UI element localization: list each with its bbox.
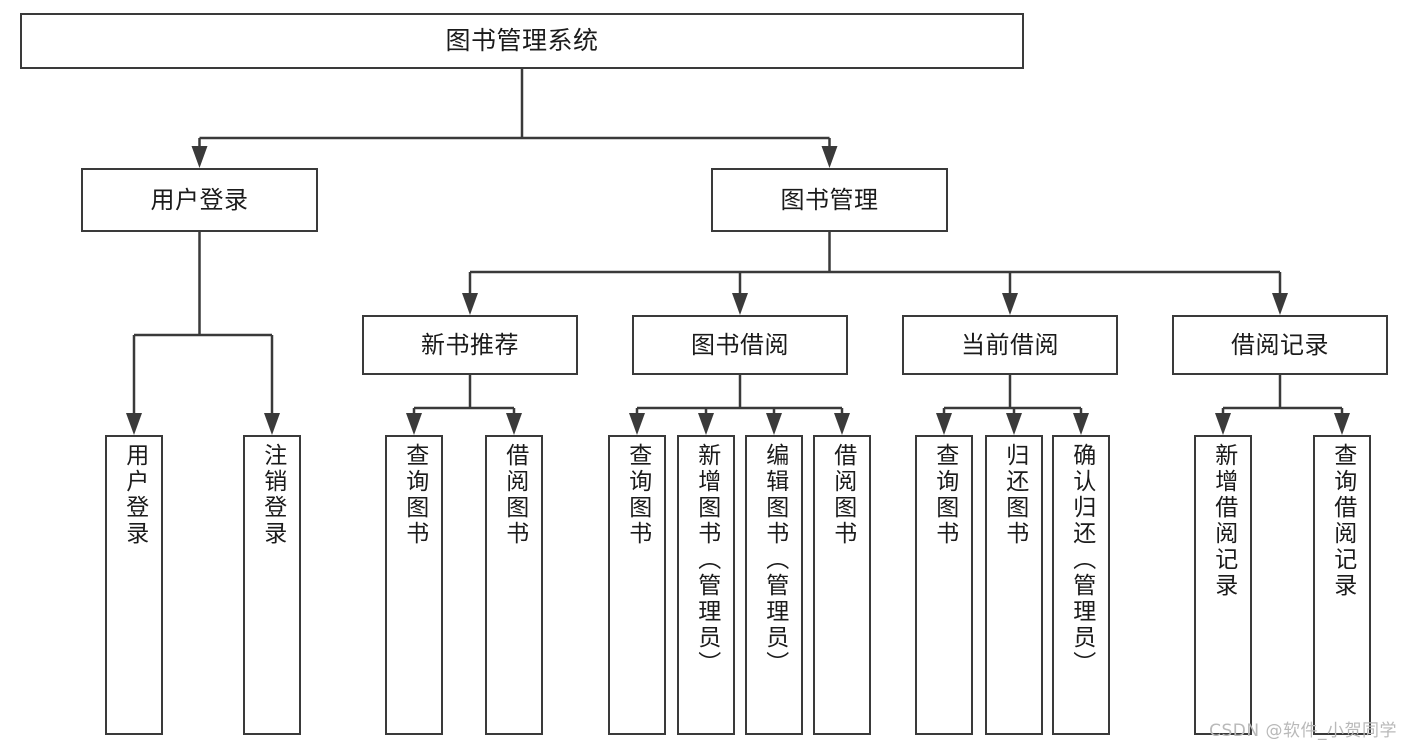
node-label: 当前借阅: [961, 330, 1059, 359]
connector-arrowhead: [936, 413, 952, 435]
watermark-label: CSDN @软件_小贺同学: [1209, 721, 1397, 741]
node-label: 借阅图书: [829, 443, 856, 547]
node-borrow[interactable]: 图书借阅: [632, 315, 848, 375]
node-label: 用户登录: [121, 443, 148, 547]
node-login[interactable]: 用户登录: [81, 168, 318, 232]
node-label: 图书管理: [780, 185, 879, 214]
node-leaf-cu-cfm[interactable]: 确认归还（管理员）: [1052, 435, 1110, 735]
node-leaf-bo-brw[interactable]: 借阅图书: [813, 435, 871, 735]
node-newbook[interactable]: 新书推荐: [362, 315, 578, 375]
connector-arrowhead: [126, 413, 142, 435]
node-leaf-cu-q[interactable]: 查询图书: [915, 435, 973, 735]
connector-arrowhead: [1334, 413, 1350, 435]
node-leaf-login[interactable]: 用户登录: [105, 435, 163, 735]
node-label: 注销登录: [259, 443, 286, 547]
connector-arrowhead: [766, 413, 782, 435]
node-leaf-nb-q[interactable]: 查询图书: [385, 435, 443, 735]
node-label: 新增借阅记录: [1210, 443, 1237, 599]
node-label: 查询借阅记录: [1329, 443, 1356, 599]
node-label: 图书借阅: [691, 330, 789, 359]
node-leaf-re-q[interactable]: 查询借阅记录: [1313, 435, 1371, 735]
connector-arrowhead: [1006, 413, 1022, 435]
connector-arrowhead: [462, 293, 478, 315]
connector-arrowhead: [629, 413, 645, 435]
node-current[interactable]: 当前借阅: [902, 315, 1118, 375]
connector-arrowhead: [1073, 413, 1089, 435]
node-leaf-nb-b[interactable]: 借阅图书: [485, 435, 543, 735]
node-records[interactable]: 借阅记录: [1172, 315, 1388, 375]
connector-arrowhead: [264, 413, 280, 435]
node-label: 新增图书（管理员）: [693, 443, 720, 677]
node-leaf-cu-ret[interactable]: 归还图书: [985, 435, 1043, 735]
node-label: 图书管理系统: [445, 26, 599, 56]
node-label: 查询图书: [401, 443, 428, 547]
node-label: 归还图书: [1001, 443, 1028, 547]
node-bookmgmt[interactable]: 图书管理: [711, 168, 948, 232]
connector-arrowhead: [191, 146, 208, 168]
node-label: 借阅图书: [501, 443, 528, 547]
connector-arrowhead: [834, 413, 850, 435]
connector-arrowhead: [821, 146, 838, 168]
connector-arrowhead: [406, 413, 422, 435]
node-label: 借阅记录: [1231, 330, 1329, 359]
node-leaf-logout[interactable]: 注销登录: [243, 435, 301, 735]
connector-arrowhead: [1272, 293, 1288, 315]
node-label: 查询图书: [624, 443, 651, 547]
node-leaf-re-add[interactable]: 新增借阅记录: [1194, 435, 1252, 735]
node-root[interactable]: 图书管理系统: [20, 13, 1024, 69]
node-label: 查询图书: [931, 443, 958, 547]
node-leaf-bo-add[interactable]: 新增图书（管理员）: [677, 435, 735, 735]
node-leaf-bo-ed[interactable]: 编辑图书（管理员）: [745, 435, 803, 735]
node-label: 用户登录: [150, 185, 249, 214]
node-label: 新书推荐: [421, 330, 519, 359]
node-label: 编辑图书（管理员）: [761, 443, 788, 677]
node-label: 确认归还（管理员）: [1068, 443, 1095, 677]
connector-arrowhead: [1215, 413, 1231, 435]
connector-arrowhead: [732, 293, 748, 315]
connector-arrowhead: [506, 413, 522, 435]
connector-arrowhead: [1002, 293, 1018, 315]
connector-arrowhead: [698, 413, 714, 435]
node-leaf-bo-q[interactable]: 查询图书: [608, 435, 666, 735]
